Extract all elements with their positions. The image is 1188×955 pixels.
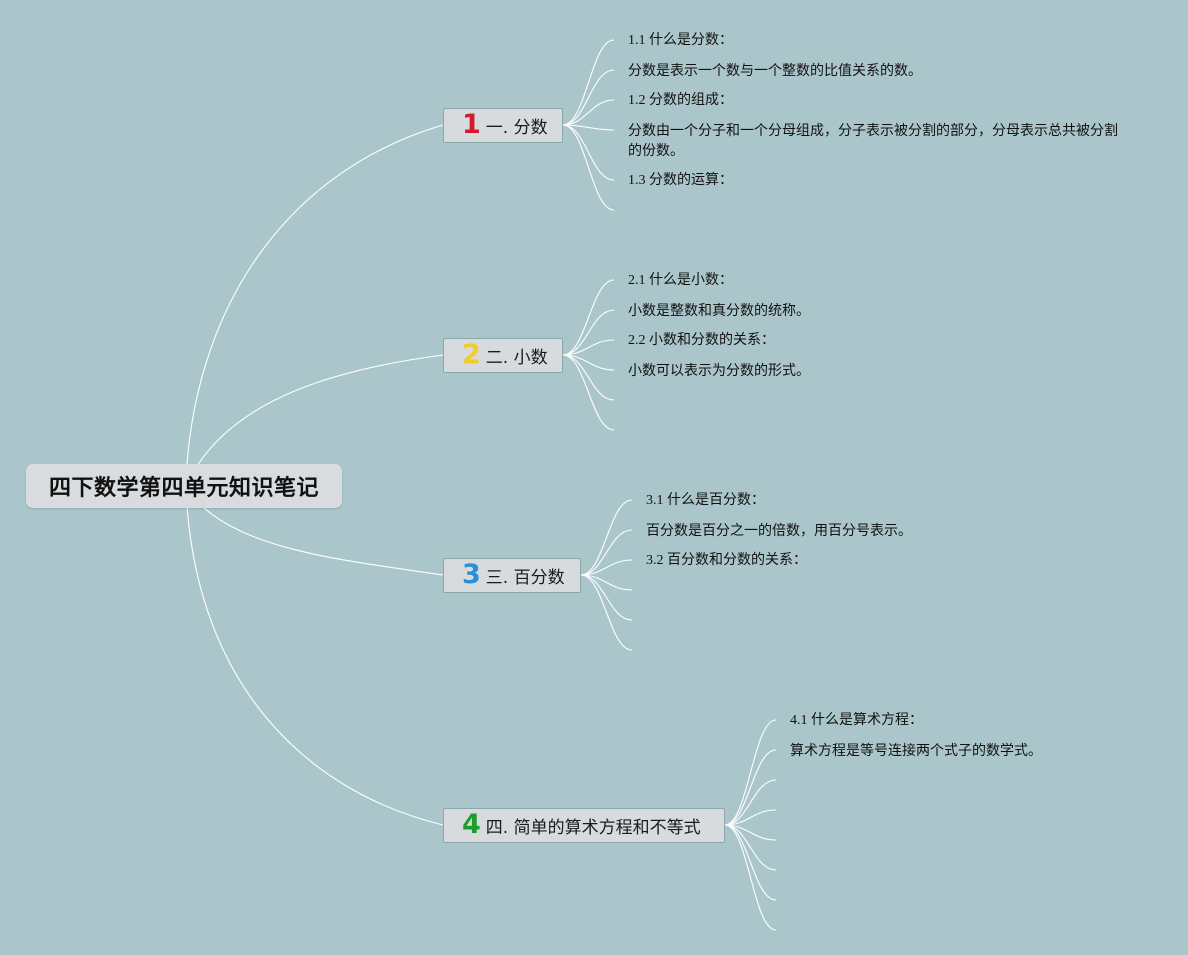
subtopic-1-2-text[interactable]: 分数由一个分子和一个分母组成，分子表示被分割的部分，分母表示总共被分割的份数。 bbox=[628, 123, 1118, 159]
subtopic-3-1-title[interactable]: 3.1 什么是百分数： bbox=[646, 493, 765, 508]
connector-branch-4-leaf-7 bbox=[724, 824, 777, 901]
branch-topic-3[interactable]: 3 三. 百分数 bbox=[443, 558, 581, 593]
connector-branch-1-leaf-3 bbox=[562, 99, 615, 126]
subtopic-2-1-text[interactable]: 小数是整数和真分数的统称。 bbox=[628, 303, 810, 319]
connector-branch-3-leaf-1 bbox=[580, 499, 633, 576]
connector-branch-1-leaf-6 bbox=[562, 124, 615, 211]
connector-branch-4-leaf-6 bbox=[724, 824, 777, 871]
connector-branch-4-leaf-3 bbox=[724, 779, 777, 826]
connector-root-branch-2 bbox=[196, 354, 444, 467]
connector-branch-2-leaf-2 bbox=[562, 309, 615, 356]
branch-number-3: 3 bbox=[462, 559, 481, 590]
branch-topic-4[interactable]: 4 四. 简单的算术方程和不等式 bbox=[443, 808, 725, 843]
connector-branch-1-leaf-5 bbox=[562, 124, 615, 181]
connector-branch-4-leaf-2 bbox=[724, 749, 777, 826]
connector-branch-3-leaf-6 bbox=[580, 574, 633, 651]
subtopic-1-2-title[interactable]: 1.2 分数的组成： bbox=[628, 93, 733, 108]
subtopic-2-1-title[interactable]: 2.1 什么是小数： bbox=[628, 273, 733, 288]
root-topic[interactable]: 四下数学第四单元知识笔记 bbox=[26, 464, 342, 508]
branch-label-4: 四. 简单的算术方程和不等式 bbox=[485, 818, 701, 838]
connector-branch-3-leaf-3 bbox=[580, 559, 633, 576]
connector-branch-2-leaf-6 bbox=[562, 354, 615, 431]
connector-branch-3-leaf-5 bbox=[580, 574, 633, 621]
connector-branch-1-leaf-4 bbox=[562, 124, 615, 131]
branch-number-1: 1 bbox=[462, 109, 481, 140]
connector-branch-4-leaf-1 bbox=[724, 719, 777, 826]
branch-label-3: 三. 百分数 bbox=[485, 568, 565, 588]
connector-branch-1-leaf-1 bbox=[562, 39, 615, 126]
connector-root-branch-4 bbox=[186, 505, 444, 826]
branch-number-4: 4 bbox=[462, 809, 481, 840]
subtopic-1-1-text[interactable]: 分数是表示一个数与一个整数的比值关系的数。 bbox=[628, 63, 922, 79]
connector-root-branch-3 bbox=[201, 505, 444, 576]
connector-root-branch-1 bbox=[186, 124, 444, 465]
branch-label-2: 二. 小数 bbox=[485, 348, 548, 368]
subtopic-2-2-text[interactable]: 小数可以表示为分数的形式。 bbox=[628, 363, 810, 379]
connector-branch-2-leaf-3 bbox=[562, 339, 615, 356]
subtopic-4-1-text[interactable]: 算术方程是等号连接两个式子的数学式。 bbox=[790, 743, 1042, 759]
connector-branch-1-leaf-2 bbox=[562, 69, 615, 126]
subtopic-2-2-title[interactable]: 2.2 小数和分数的关系： bbox=[628, 333, 775, 348]
subtopic-1-1-title[interactable]: 1.1 什么是分数： bbox=[628, 33, 733, 48]
branch-label-1: 一. 分数 bbox=[485, 118, 548, 138]
subtopic-3-2-title[interactable]: 3.2 百分数和分数的关系： bbox=[646, 553, 807, 568]
branch-topic-1[interactable]: 1 一. 分数 bbox=[443, 108, 563, 143]
subtopic-1-3-title[interactable]: 1.3 分数的运算： bbox=[628, 173, 733, 188]
root-topic-label: 四下数学第四单元知识笔记 bbox=[48, 476, 319, 501]
connector-branch-3-leaf-2 bbox=[580, 529, 633, 576]
subtopic-3-1-text[interactable]: 百分数是百分之一的倍数，用百分号表示。 bbox=[646, 523, 912, 539]
connector-branch-4-leaf-8 bbox=[724, 824, 777, 931]
connector-branch-2-leaf-1 bbox=[562, 279, 615, 356]
subtopic-4-1-title[interactable]: 4.1 什么是算术方程： bbox=[790, 713, 923, 728]
branch-topic-2[interactable]: 2 二. 小数 bbox=[443, 338, 563, 373]
connector-branch-4-leaf-4 bbox=[724, 809, 777, 826]
connector-branch-2-leaf-5 bbox=[562, 354, 615, 401]
branch-number-2: 2 bbox=[462, 339, 481, 370]
